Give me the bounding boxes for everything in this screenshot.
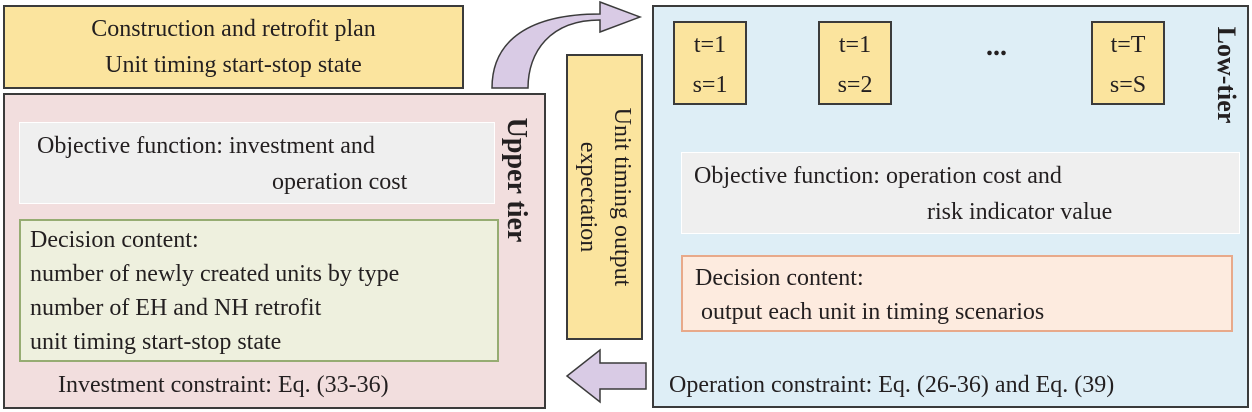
low-constraint-text: Operation constraint: Eq. (26-36) and Eq… xyxy=(669,372,1115,398)
upper-tier-title: Upper tier xyxy=(494,105,538,255)
scenario-t: t=1 xyxy=(693,32,727,58)
low-tier-title: Low-tier xyxy=(1206,12,1246,137)
low-decision-heading: Decision content: xyxy=(695,265,864,291)
upper-constraint-text: Investment constraint: Eq. (33-36) xyxy=(58,372,389,398)
scenario-box: t=T s=S xyxy=(1091,21,1165,105)
upper-tier-title-text: Upper tier xyxy=(501,117,532,243)
curved-arrow-icon xyxy=(491,0,643,89)
upper-objective-line-1: Objective function: investment and xyxy=(37,133,375,159)
low-decision-item: output each unit in timing scenarios xyxy=(701,299,1045,325)
plan-line-2: Unit timing start-stop state xyxy=(105,52,362,78)
upper-decision-item: number of EH and NH retrofit xyxy=(30,295,322,321)
expectation-box: Unit timing output expectation xyxy=(566,54,643,340)
expectation-line-2: expectation xyxy=(574,141,601,253)
low-tier-title-text: Low-tier xyxy=(1212,26,1241,123)
upper-decision-item: number of newly created units by type xyxy=(30,261,400,287)
scenario-box: t=1 s=2 xyxy=(818,21,892,105)
scenario-s: s=2 xyxy=(837,72,873,98)
low-objective-line-1: Objective function: operation cost and xyxy=(694,163,1062,189)
scenario-t: t=T xyxy=(1110,32,1146,58)
low-decision-box: Decision content: output each unit in ti… xyxy=(681,255,1233,332)
expectation-text: Unit timing output expectation xyxy=(571,108,639,287)
plan-line-1: Construction and retrofit plan xyxy=(91,16,376,42)
upper-decision-item: unit timing start-stop state xyxy=(30,329,282,355)
scenario-ellipsis: ... xyxy=(986,31,1007,62)
scenario-box: t=1 s=1 xyxy=(673,21,747,105)
upper-decision-heading: Decision content: xyxy=(30,227,199,253)
scenario-t: t=1 xyxy=(838,32,872,58)
low-objective-box: Objective function: operation cost and r… xyxy=(681,152,1240,234)
expectation-line-1: Unit timing output xyxy=(608,107,635,287)
left-arrow-icon xyxy=(565,348,647,404)
low-objective-line-2: risk indicator value xyxy=(927,199,1113,225)
upper-objective-line-2: operation cost xyxy=(272,169,408,195)
upper-objective-box: Objective function: investment and opera… xyxy=(19,122,495,204)
scenario-s: s=1 xyxy=(692,72,728,98)
plan-box: Construction and retrofit plan Unit timi… xyxy=(3,5,464,89)
upper-decision-box: Decision content: number of newly create… xyxy=(19,219,499,362)
scenario-s: s=S xyxy=(1109,72,1147,98)
